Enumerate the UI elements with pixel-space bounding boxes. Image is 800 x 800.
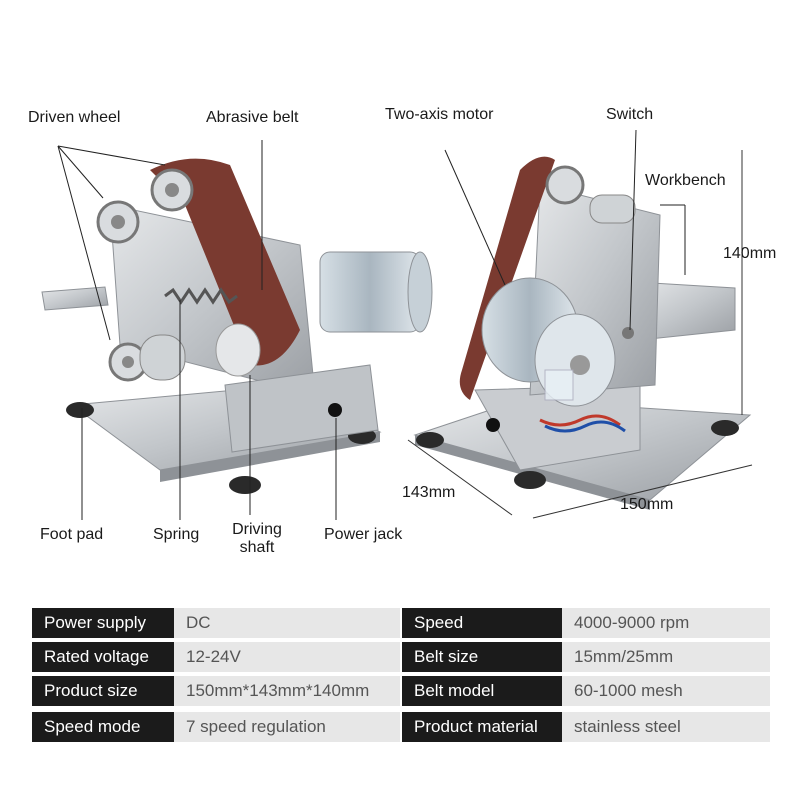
spec-key: Product material (402, 712, 562, 742)
right-foot-pad-2 (514, 471, 546, 489)
label-foot-pad: Foot pad (40, 526, 104, 543)
left-foot-pad-2 (229, 476, 261, 494)
spec-value: 150mm*143mm*140mm (174, 676, 400, 706)
product-illustration (41, 129, 753, 520)
left-foot-pad-1 (66, 402, 94, 418)
label-abrasive-belt: Abrasive belt (206, 109, 299, 126)
spec-key: Product size (32, 676, 174, 706)
left-driving-shaft (139, 334, 186, 381)
right-callout-lines (407, 129, 753, 519)
label-two-axis-motor: Two-axis motor (385, 106, 494, 123)
right-power-jack (486, 418, 500, 432)
left-spring (164, 287, 238, 305)
left-workbench (41, 286, 109, 311)
left-shaft-knob (215, 323, 261, 377)
spec-value: 7 speed regulation (174, 712, 400, 742)
spec-row-speed-mode: Speed mode 7 speed regulation Product ma… (32, 712, 770, 744)
label-depth-dimension: 143mm (402, 484, 456, 501)
label-workbench: Workbench (645, 172, 726, 189)
spec-value: stainless steel (562, 712, 770, 742)
right-sander (413, 156, 752, 510)
spec-key: Power supply (32, 608, 174, 638)
spec-value: DC (174, 608, 400, 638)
right-foot-pad-1 (416, 432, 444, 448)
label-height-dimension: 140mm (723, 245, 777, 262)
spec-row-rated-voltage: Rated voltage 12-24V Belt size 15mm/25mm (32, 642, 770, 674)
left-sander (41, 158, 433, 494)
label-switch: Switch (606, 106, 654, 123)
label-driving-shaft-line1: Driving (232, 521, 282, 538)
spec-value: 12-24V (174, 642, 400, 672)
right-foot-pad-3 (711, 420, 739, 436)
right-switch (622, 327, 634, 339)
left-abrasive-belt (150, 158, 300, 366)
label-driving-shaft: Driving shaft (226, 521, 288, 558)
label-driven-wheel: Driven wheel (28, 109, 121, 126)
spec-key: Rated voltage (32, 642, 174, 672)
spec-value: 4000-9000 rpm (562, 608, 770, 638)
spec-key: Speed (402, 608, 562, 638)
spec-value: 15mm/25mm (562, 642, 770, 672)
label-spring: Spring (153, 526, 200, 543)
left-motor (319, 251, 421, 333)
spec-row-power-supply: Power supply DC Speed 4000-9000 rpm (32, 608, 770, 640)
label-width-dimension: 150mm (620, 496, 674, 513)
spec-key: Belt model (402, 676, 562, 706)
left-power-jack (328, 403, 342, 417)
spec-key: Belt size (402, 642, 562, 672)
left-callout-lines (57, 140, 337, 520)
right-wheel-top (545, 165, 585, 205)
label-power-jack: Power jack (324, 526, 403, 543)
spec-value: 60-1000 mesh (562, 676, 770, 706)
spec-key: Speed mode (32, 712, 174, 742)
spec-row-product-size: Product size 150mm*143mm*140mm Belt mode… (32, 676, 770, 708)
label-driving-shaft-line2: shaft (239, 539, 275, 557)
left-housing (224, 364, 379, 453)
